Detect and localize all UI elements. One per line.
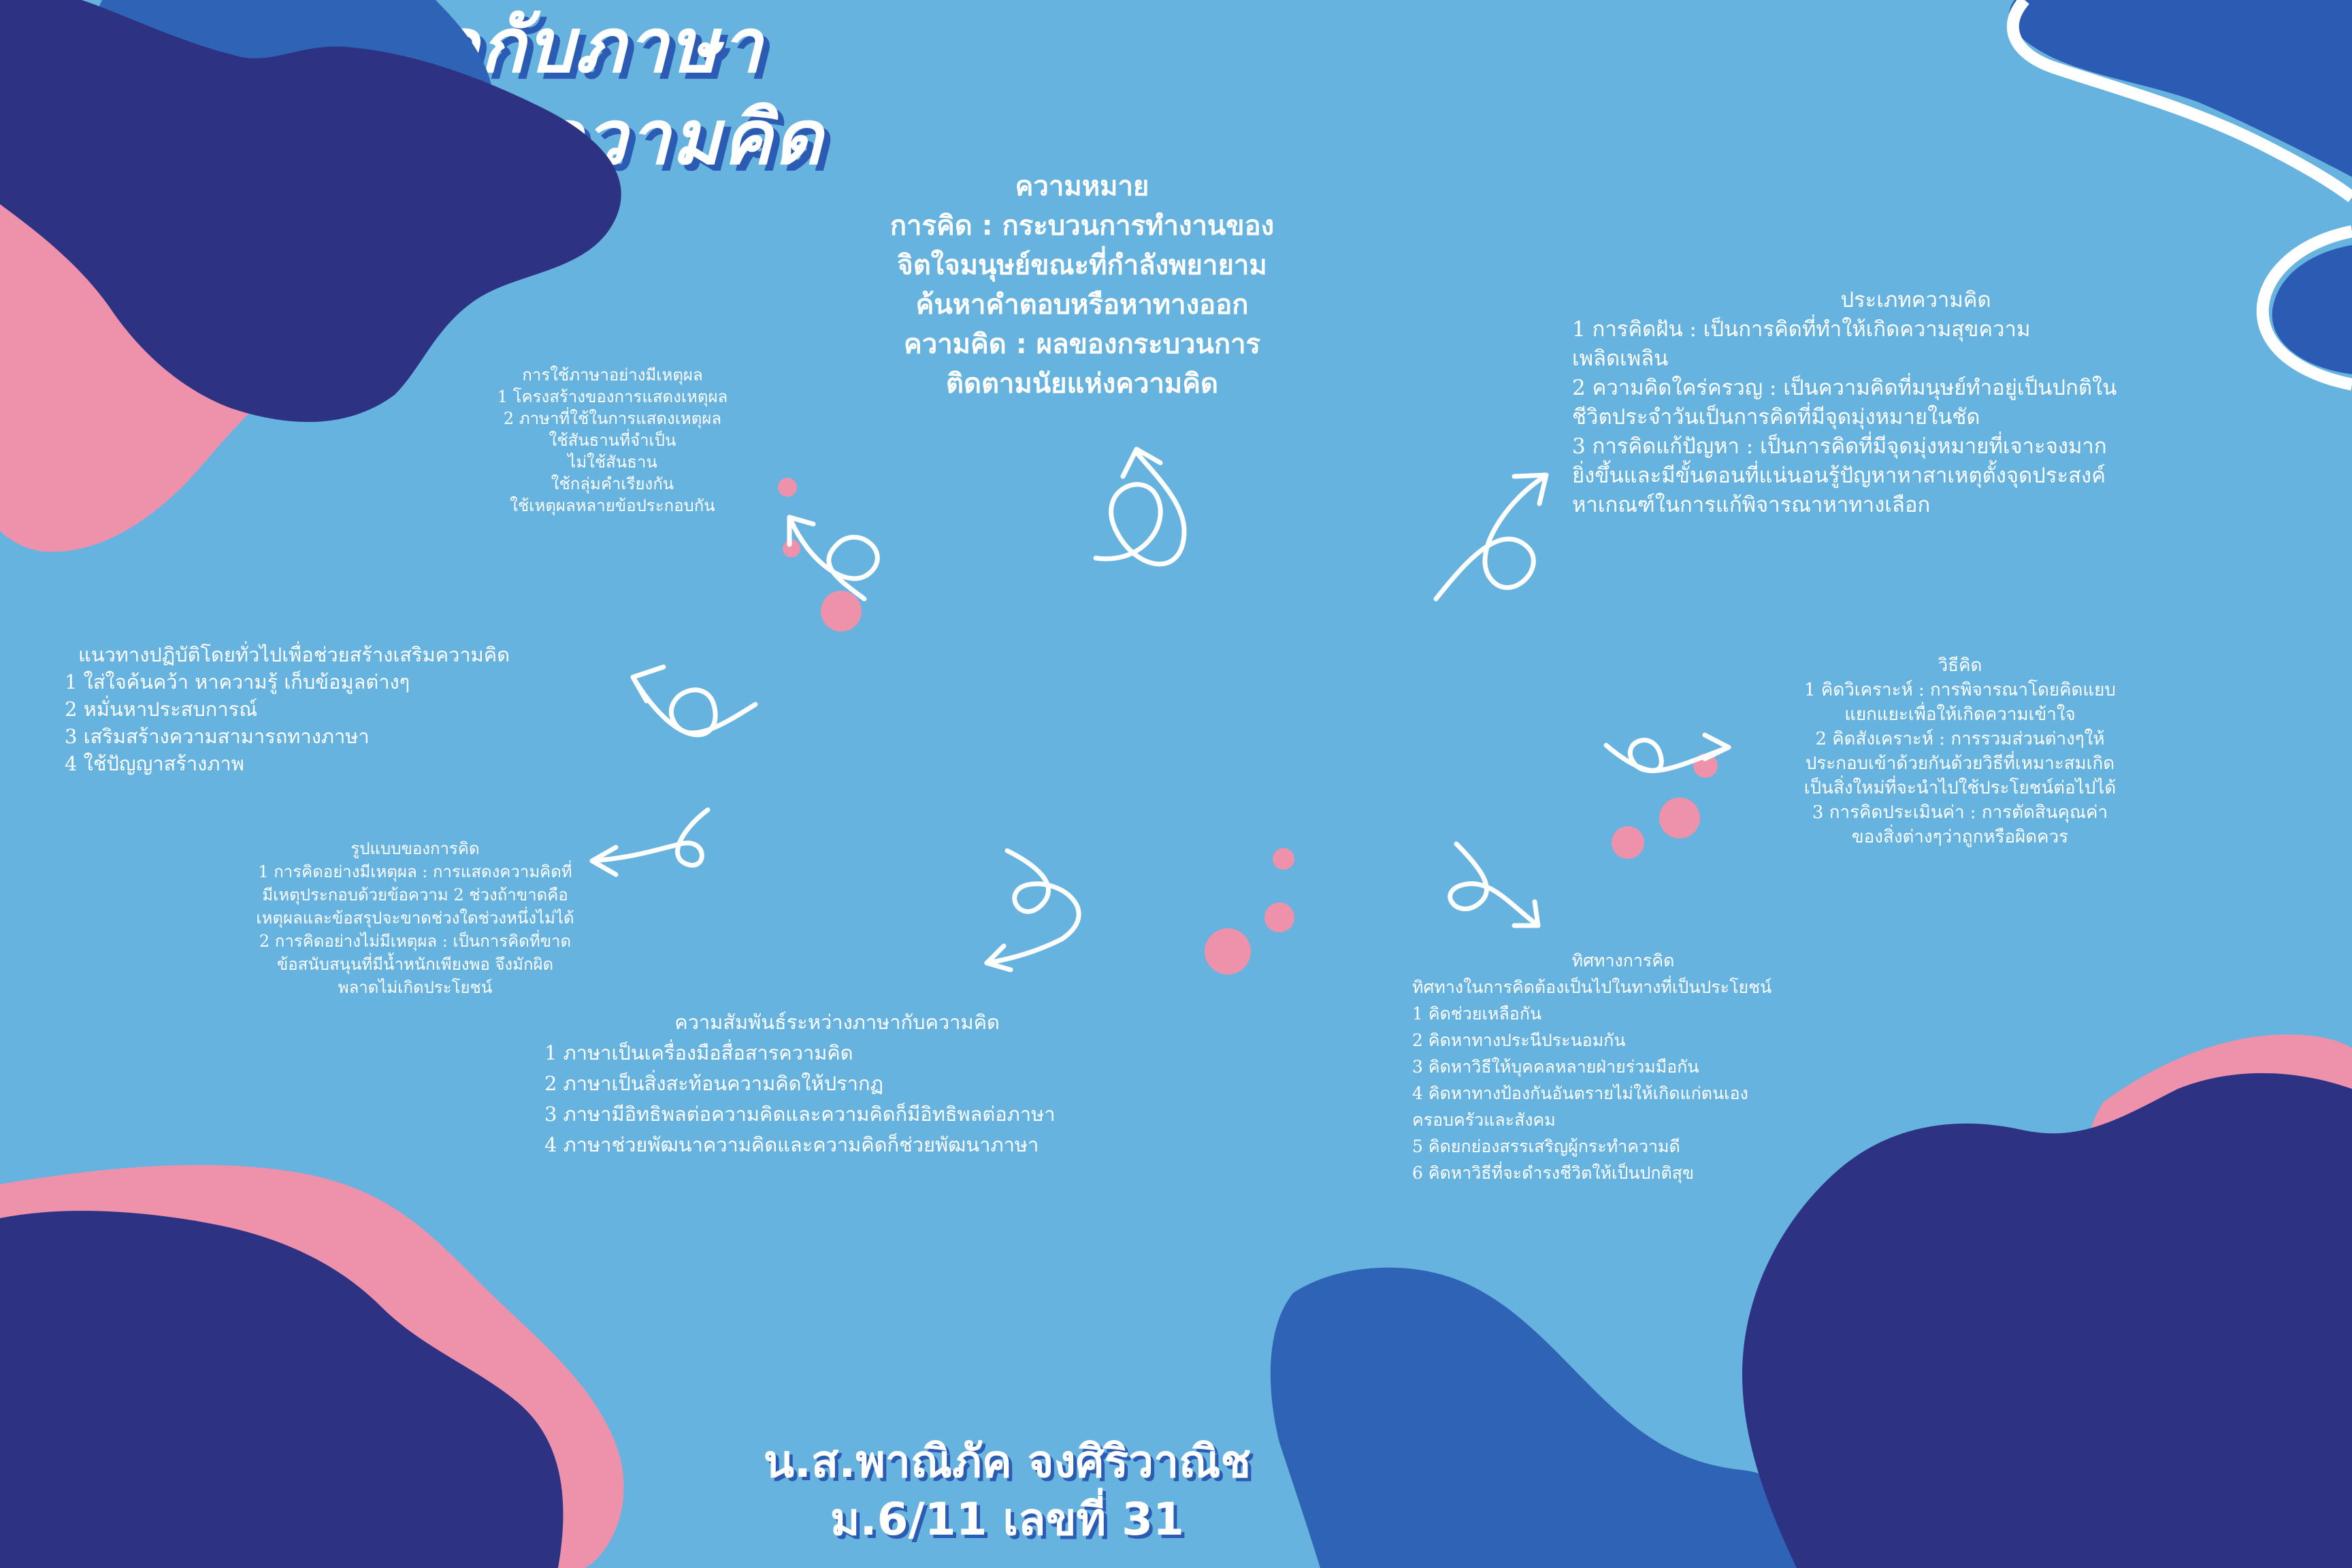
relation-line: 2 ภาษาเป็นสิ่งสะท้อนความคิดให้ปรากฏ [544, 1072, 883, 1095]
pink-dot [1659, 798, 1700, 838]
arrow-down-right-icon [1448, 841, 1541, 928]
thinking-types-line: เพลิดเพลิน [1572, 346, 1669, 371]
arrow-right-icon [1603, 738, 1731, 774]
thinking-methods-line: แยกแยะเพื่อให้เกิดความเข้าใจ [1844, 704, 2076, 725]
navy-blob-top-right [2009, 0, 2352, 177]
practice-guidelines-line: 4 ใช้ปัญญาสร้างภาพ [65, 752, 244, 775]
meaning-line: จิตใจมนุษย์ขณะที่กำลังพยายาม [897, 250, 1267, 281]
meaning-line: ติดตามนัยแห่งความคิด [946, 368, 1218, 399]
logical-language-line: ใช้เหตุผลหลายข้อประกอบกัน [510, 496, 715, 515]
thinking-types-block: ประเภทความคิด 1 การคิดฝัน : เป็นการคิดที… [1572, 286, 2232, 520]
thinking-methods-block: วิธีคิด 1 คิดวิเคราะห์ : การพิจารณาโดยคิ… [1769, 653, 2151, 849]
thinking-methods-line: ของสิ่งต่างๆว่าถูกหรือผิดควร [1851, 827, 2069, 847]
thinking-forms-line: พลาดไม่เกิดประโยชน์ [338, 978, 493, 997]
thinking-forms-line: เหตุผลและข้อสรุปจะขาดช่วงใดช่วงหนึ่งไม่ไ… [256, 909, 574, 928]
pink-dot [821, 591, 862, 632]
thinking-direction-line: ครอบครัวและสังคม [1412, 1110, 1556, 1130]
logical-language-line: ใช้กลุ่มคำเรียงกัน [551, 474, 674, 493]
meaning-block: ความหมาย การคิด : กระบวนการทำงานของ จิตใ… [810, 167, 1354, 404]
arrow-down-left-icon [984, 943, 1013, 973]
thinking-methods-line: ประกอบเข้าด้วยกันด้วยวิธีที่เหมาะสมเกิด [1805, 753, 2115, 774]
thinking-direction-line: 2 คิดหาทางประนีประนอมกัน [1412, 1030, 1626, 1050]
thinking-direction-line: ทิศทางในการคิดต้องเป็นไปในทางที่เป็นประโ… [1412, 977, 1772, 997]
logical-language-line: 1 โครงสร้างของการแสดงเหตุผล [497, 387, 728, 406]
meaning-line: ค้นหาคำตอบหรือหาทางออก [915, 289, 1249, 321]
pink-dot [1205, 928, 1251, 975]
navy-blob-bottom-right [1742, 1073, 2352, 1568]
logical-language-line: ใช้สันธานที่จำเป็น [549, 431, 676, 450]
author-class: ม.6/11 เลขที่ 31 [830, 1493, 1184, 1546]
arrow-left-icon [630, 674, 758, 738]
arrow-left-icon [589, 807, 710, 868]
white-outline-right-edge [2256, 225, 2352, 391]
thinking-methods-line: 3 การคิดประเมินค่า : การตัดสินคุณค่า [1812, 802, 2108, 823]
arrow-down-left-icon [984, 848, 1081, 966]
arrow-up-left-icon [787, 514, 816, 547]
relation-line: 3 ภาษามีอิทธิพลต่อความคิดและความคิดก็มีอ… [544, 1102, 1056, 1126]
arrow-up-right-icon [1512, 472, 1549, 506]
thinking-types-line: ชีวิตประจำวันเป็นการคิดที่มีจุดมุ่งหมายใ… [1572, 405, 1980, 429]
pink-dot [1273, 848, 1294, 870]
thinking-types-line: 3 การคิดแก้ปัญหา : เป็นการคิดที่มีจุดมุ่… [1572, 434, 2107, 459]
thinking-forms-block: รูปแบบของการคิด 1 การคิดอย่างมีเหตุผล : … [231, 837, 599, 999]
thinking-methods-line: 1 คิดวิเคราะห์ : การพิจารณาโดยคิดแยบ [1804, 680, 2116, 700]
thinking-types-heading: ประเภทความคิด [1840, 288, 1991, 312]
arrow-up-left-icon [787, 514, 880, 602]
thinking-direction-line: 4 คิดหาทางป้องกันอันตรายไม่ให้เกิดแก่ตนเ… [1412, 1083, 1748, 1103]
thinking-types-line: 2 ความคิดใคร่ครวญ : เป็นความคิดที่มนุษย์… [1572, 376, 2117, 400]
pink-dot [1264, 902, 1294, 932]
thinking-types-line: ยิ่งขึ้นและมีขั้นตอนที่แน่นอนรู้ปัญหาหาส… [1572, 463, 2106, 488]
navy-blob-right-edge [2272, 245, 2352, 374]
practice-guidelines-line: 1 ใส่ใจค้นคว้า หาความรู้ เก็บข้อมูลต่างๆ [65, 670, 410, 693]
thinking-direction-line: 1 คิดช่วยเหลือกัน [1412, 1004, 1542, 1024]
arrow-up-icon [1120, 446, 1163, 479]
thinking-forms-line: มีเหตุประกอบด้วยข้อความ 2 ช่วงถ้าขาดคือ [262, 885, 568, 904]
pink-dot [1612, 826, 1644, 859]
arrow-left-icon [630, 664, 666, 704]
logical-language-block: การใช้ภาษาอย่างมีเหตุผล 1 โครงสร้างของกา… [436, 364, 789, 517]
arrow-left-icon [589, 845, 619, 877]
arrow-up-icon [1093, 450, 1187, 567]
logical-language-line: 2 ภาษาที่ใช้ในการแสดงเหตุผล [503, 409, 722, 428]
pink-dot [778, 478, 797, 497]
meaning-line: ความคิด : ผลของกระบวนการ [903, 329, 1261, 360]
white-outline-top-right [2006, 0, 2352, 203]
thinking-direction-line: 5 คิดยกย่องสรรเสริญผู้กระทำความดี [1412, 1137, 1680, 1156]
thinking-forms-line: 1 การคิดอย่างมีเหตุผล : การแสดงความคิดที… [258, 862, 572, 881]
thinking-types-line: หาเกณฑ์ในการแก้พิจารณาหาทางเลือก [1572, 493, 1931, 517]
arrow-down-right-icon [1512, 899, 1541, 928]
practice-guidelines-line: 2 หมั่นหาประสบการณ์ [65, 698, 258, 721]
practice-guidelines-heading: แนวทางปฏิบัติโดยทั่วไปเพื่อช่วยสร้างเสริ… [78, 643, 510, 666]
thinking-direction-heading: ทิศทางการคิด [1571, 951, 1675, 970]
arrow-right-icon [1702, 732, 1731, 762]
practice-guidelines-line: 3 เสริมสร้างความสามารถทางภาษา [65, 725, 370, 748]
thinking-methods-line: เป็นสิ่งใหม่ที่จะนำไปใช้ประโยชน์ต่อไปได้ [1803, 778, 2117, 798]
relation-heading: ความสัมพันธ์ระหว่างภาษากับความคิด [674, 1011, 1000, 1034]
navy-blob-top-left [0, 0, 621, 422]
thinking-direction-line: 3 คิดหาวิธีให้บุคคลหลายฝ่ายร่วมมือกัน [1412, 1057, 1699, 1077]
thinking-forms-line: 2 การคิดอย่างไม่มีเหตุผล : เป็นการคิดที่… [259, 932, 572, 951]
meaning-heading: ความหมาย [1015, 171, 1149, 202]
blue-blob-bottom-center [1270, 1267, 1814, 1568]
author-credit: น.ส.พาณิภัค จงศิริวาณิช ม.6/11 เลขที่ 31 [708, 1433, 1307, 1548]
language-thought-relation-block: ความสัมพันธ์ระหว่างภาษากับความคิด 1 ภาษา… [544, 1007, 1130, 1160]
thinking-forms-heading: รูปแบบของการคิด [350, 839, 480, 858]
logical-language-heading: การใช้ภาษาอย่างมีเหตุผล [522, 365, 703, 385]
relation-line: 1 ภาษาเป็นเครื่องมือสื่อสารความคิด [544, 1041, 853, 1064]
thinking-types-line: 1 การคิดฝัน : เป็นการคิดที่ทำให้เกิดความ… [1572, 317, 2031, 342]
navy-blob-bottom-left [0, 1211, 564, 1568]
thinking-direction-block: ทิศทางการคิด ทิศทางในการคิดต้องเป็นไปในท… [1412, 947, 1834, 1186]
logical-language-line: ไม่ใช้สันธาน [568, 453, 657, 472]
practice-guidelines-block: แนวทางปฏิบัติโดยทั่วไปเพื่อช่วยสร้างเสริ… [65, 641, 582, 777]
thinking-methods-line: 2 คิดสังเคราะห์ : การรวมส่วนต่างๆให้ [1815, 729, 2105, 749]
arrow-up-right-icon [1433, 474, 1548, 602]
author-name: น.ส.พาณิภัค จงศิริวาณิช [763, 1435, 1252, 1488]
meaning-line: การคิด : กระบวนการทำงานของ [889, 210, 1275, 242]
thinking-forms-line: ข้อสนับสนุนที่มีน้ำหนักเพียงพอ จึงมักผิด [276, 955, 554, 974]
thinking-methods-heading: วิธีคิด [1938, 655, 1982, 676]
thinking-direction-line: 6 คิดหาวิธีที่จะดำรงชีวิตให้เป็นปกติสุข [1412, 1163, 1695, 1183]
relation-line: 4 ภาษาช่วยพัฒนาความคิดและความคิดก็ช่วยพั… [544, 1133, 1039, 1156]
